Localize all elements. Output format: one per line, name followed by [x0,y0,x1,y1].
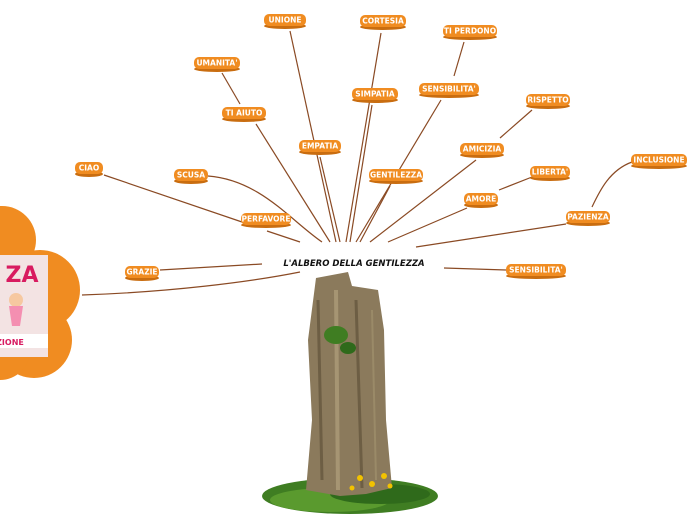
topic-node-inclusione[interactable]: INCLUSIONE [631,154,687,169]
node-label: PERFAVORE [242,215,291,224]
connector-line [498,176,533,191]
node-label: TI PERDONO [444,27,496,36]
node-label: UNIONE [269,16,302,25]
node-box [506,264,566,276]
connector-line [289,30,337,243]
connector-line [81,271,301,296]
node-label: SENSIBILITA' [509,266,563,275]
connector-line [319,156,341,243]
node-box [526,94,570,106]
topic-node-grazie[interactable]: GRAZIE [125,266,159,281]
node-label: TI AIUTO [226,109,263,118]
connector-line [387,207,468,243]
connector-line [349,104,373,243]
connector-line [415,223,567,248]
node-box [125,266,159,278]
node-box [464,193,498,205]
node-label: SENSIBILITA' [422,85,476,94]
node-label: SIMPATIA [355,90,395,99]
node-box [352,88,398,100]
node-box [566,211,610,223]
node-label: RISPETTO [527,96,568,105]
node-box [241,213,291,225]
node-label: UMANITA' [196,59,237,68]
node-box [631,154,687,166]
connector-lines [81,30,633,296]
topic-node-amore[interactable]: AMORE [464,193,498,208]
topic-node-pazienza[interactable]: PAZIENZA [566,211,610,226]
node-label: PAZIENZA [567,213,609,222]
topic-node-gentilezza[interactable]: GENTILEZZA [369,169,423,184]
node-label: EMPATIA [302,142,339,151]
topic-node-umanita[interactable]: UMANITA' [194,57,240,72]
node-label: CIAO [79,164,99,173]
node-box [75,162,103,174]
node-label: CORTESIA [362,17,404,26]
node-box [194,57,240,69]
image-node-cloud[interactable]: ZA ZIONE [0,206,80,380]
connector-line [359,185,391,243]
connector-line [159,263,263,271]
topic-node-ti-aiuto[interactable]: TI AIUTO [222,107,266,122]
node-label: SCUSA [177,171,205,180]
topic-node-ciao[interactable]: CIAO [75,162,103,177]
connector-line [103,174,243,223]
connector-line [207,175,323,243]
node-box [264,14,306,26]
girl-illustration [9,293,23,307]
node-box [530,166,570,178]
connector-line [345,32,382,243]
topic-node-ti-perdono[interactable]: TI PERDONO [443,25,497,40]
node-box [222,107,266,119]
topic-nodes: UNIONE CORTESIA TI PERDONO UMANITA' TI AIUTO… [75,14,687,281]
connector-line [369,159,477,243]
node-box [369,169,423,181]
connector-line [255,123,331,243]
topic-node-sensibilita-1[interactable]: SENSIBILITA' [419,83,479,98]
topic-node-rispetto[interactable]: RISPETTO [526,94,570,109]
topic-node-sensibilita-2[interactable]: SENSIBILITA' [506,264,566,279]
topic-node-empatia[interactable]: EMPATIA [299,140,341,155]
node-label: GRAZIE [126,268,157,277]
node-label: AMORE [466,195,497,204]
topic-node-amicizia[interactable]: AMICIZIA [460,143,504,158]
topic-node-simpatia[interactable]: SIMPATIA [352,88,398,103]
node-label: INCLUSIONE [633,156,684,165]
node-box [174,169,208,181]
node-box [360,15,406,27]
connector-line [266,230,301,243]
tree-illustration [262,272,438,514]
topic-node-liberta[interactable]: LIBERTA' [530,166,570,181]
connector-line [591,161,633,208]
connector-line [499,109,533,139]
topic-node-unione[interactable]: UNIONE [264,14,306,29]
connector-line [443,267,507,271]
node-label: AMICIZIA [463,145,502,154]
node-box [419,83,479,95]
topic-node-cortesia[interactable]: CORTESIA [360,15,406,30]
node-box [443,25,497,37]
connector-line [221,72,241,105]
connector-line [453,41,465,77]
node-box [299,140,341,152]
node-box [460,143,504,155]
topic-node-scusa[interactable]: SCUSA [174,169,208,184]
book-subtitle-fragment: ZIONE [0,338,24,347]
node-label: LIBERTA' [532,168,568,177]
book-title-fragment: ZA [6,263,39,288]
topic-node-perfavore[interactable]: PERFAVORE [241,213,291,228]
node-label: GENTILEZZA [370,171,422,180]
root-topic-label[interactable]: L'ALBERO DELLA GENTILEZZA [283,259,424,269]
